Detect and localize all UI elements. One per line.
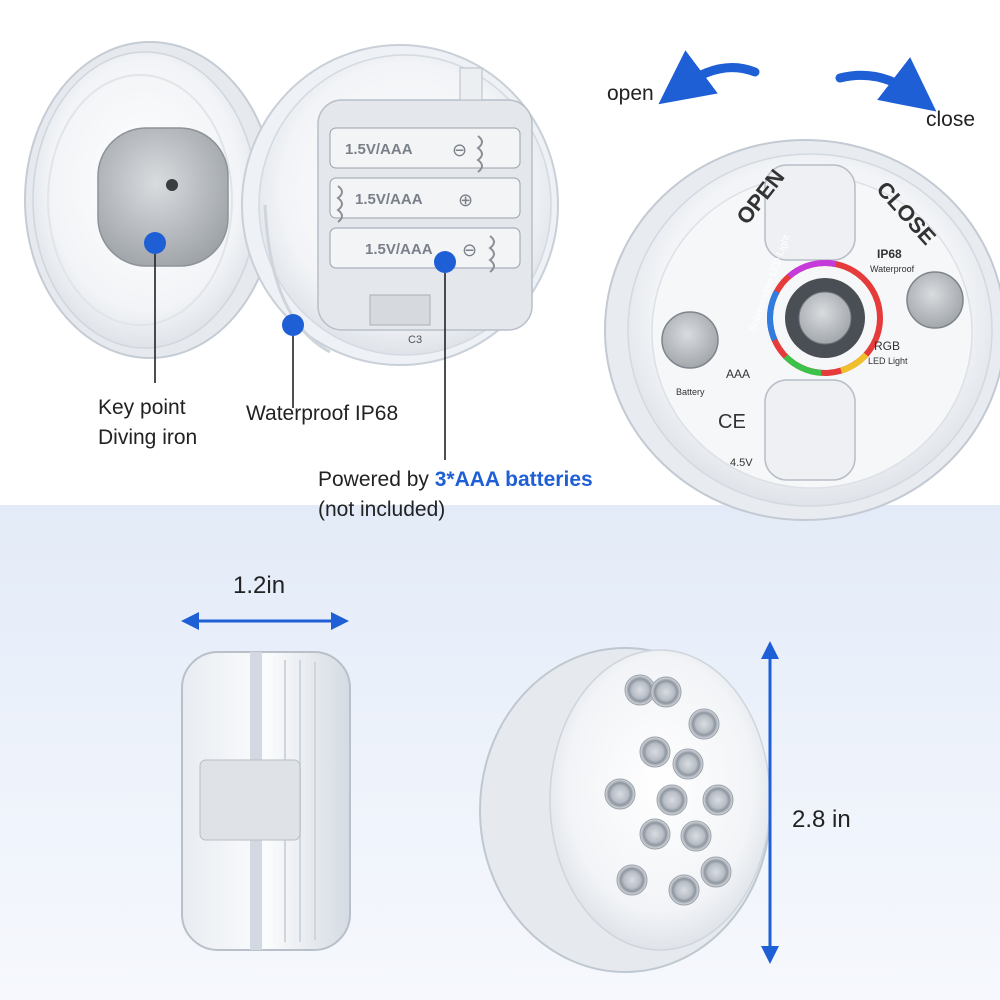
svg-text:1.5V/AAA: 1.5V/AAA — [355, 191, 423, 208]
width-dimension-label: 1.2in — [233, 572, 286, 599]
svg-text:Waterproof: Waterproof — [870, 264, 915, 274]
led-bulb — [656, 784, 688, 816]
led-bulb — [702, 784, 734, 816]
svg-text:CE: CE — [718, 411, 746, 433]
led-bulb — [668, 874, 700, 906]
svg-text:4.5V: 4.5V — [730, 457, 753, 469]
led-bulb — [604, 778, 636, 810]
device-led-face — [479, 647, 771, 973]
svg-text:AAA: AAA — [726, 367, 750, 381]
led-array — [604, 674, 734, 906]
callout-dot — [282, 314, 304, 336]
led-bulb — [680, 820, 712, 852]
svg-text:RGB: RGB — [874, 339, 900, 353]
device-back-magnet — [24, 41, 276, 383]
battery-slot-1: 1.5V/AAA ⊖ — [329, 127, 521, 173]
svg-text:1.5V/AAA: 1.5V/AAA — [365, 241, 433, 258]
callout-dot — [434, 251, 456, 273]
close-label: close — [926, 108, 976, 131]
svg-text:⊕: ⊕ — [458, 190, 473, 211]
not-included-label: (not included) — [318, 498, 446, 521]
battery-slot-3: 1.5V/AAA ⊖ — [329, 227, 521, 273]
led-bulb — [616, 864, 648, 896]
led-bulb — [672, 748, 704, 780]
height-dimension-label: 2.8 in — [792, 806, 851, 833]
open-arrow-icon — [658, 50, 760, 105]
svg-text:1.5V/AAA: 1.5V/AAA — [345, 141, 413, 158]
led-bulb — [639, 818, 671, 850]
callout-dot — [144, 232, 166, 254]
svg-text:Battery: Battery — [676, 387, 705, 397]
diving-iron-plate — [97, 127, 229, 267]
device-back-label: OPEN CLOSE IP68 Waterproof RGB LED Light… — [604, 139, 1000, 521]
led-bulb — [650, 676, 682, 708]
key-point-label: Key point — [98, 396, 186, 419]
battery-slot-2: 1.5V/AAA ⊕ — [329, 177, 521, 223]
device-side-view — [181, 651, 351, 951]
svg-text:⊖: ⊖ — [452, 140, 467, 161]
led-bulb — [639, 736, 671, 768]
svg-text:⊖: ⊖ — [462, 240, 477, 261]
open-label: open — [607, 82, 654, 105]
led-bulb — [688, 708, 720, 740]
battery-highlight: 3*AAA batteries — [434, 468, 593, 491]
led-bulb — [624, 674, 656, 706]
svg-text:C3: C3 — [408, 334, 422, 346]
waterproof-label: Waterproof IP68 — [246, 402, 399, 425]
powered-label: Powered by 3*AAA batteries — [318, 468, 593, 491]
led-bulb — [700, 856, 732, 888]
screw-icon — [166, 179, 178, 191]
svg-text:LED Light: LED Light — [868, 356, 908, 366]
device-battery-compartment: 1.5V/AAA ⊖ 1.5V/AAA ⊕ 1.5V/AAA ⊖ C3 — [241, 44, 559, 460]
svg-text:IP68: IP68 — [877, 247, 902, 261]
close-arrow-icon — [835, 57, 937, 112]
diving-iron-label: Diving iron — [98, 426, 198, 449]
